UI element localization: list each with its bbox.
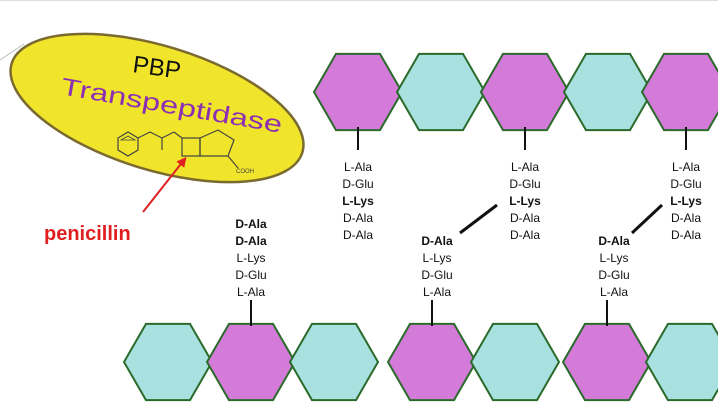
top-peptide-2-residue-4: D-Ala: [510, 211, 540, 225]
bottom-sugar-4: [386, 322, 478, 402]
top-sugar-3: [479, 52, 571, 132]
enzyme-label-pbp: PBP: [131, 51, 182, 84]
benzene-bond: [119, 135, 137, 141]
pbp-ellipse: [9, 32, 305, 184]
top-peptide-3-residue-2: D-Glu: [670, 177, 701, 191]
penicillin-label: penicillin: [44, 223, 131, 245]
top-peptide-3-residue-5: D-Ala: [671, 228, 701, 242]
pbp-enzyme: COOH PBP Transpeptidase: [9, 32, 305, 184]
bottom-peptide-1-residue-5: L-Ala: [237, 285, 265, 299]
top-glycan-chain: [312, 52, 718, 132]
bottom-peptide-1-residue-4: D-Glu: [235, 268, 266, 282]
top-peptide-2-residue-2: D-Glu: [509, 177, 540, 191]
bottom-sugar-3: [288, 322, 380, 402]
crosslink-bond-1: [459, 203, 498, 235]
bottom-sugar-1: [122, 322, 214, 402]
top-peptide-1-residue-2: D-Glu: [342, 177, 373, 191]
top-sugar-5: [640, 52, 718, 132]
top-sugar-2: [395, 52, 487, 132]
bottom-sugar-6: [561, 322, 653, 402]
bottom-peptide-3-residue-1: D-Ala: [598, 234, 630, 248]
bottom-peptide-1-residue-3: L-Lys: [237, 251, 266, 265]
bottom-sugar-2: [205, 322, 297, 402]
top-peptide-1-residue-3: L-Lys: [342, 194, 374, 208]
bottom-sugar-7: [644, 322, 718, 402]
bottom-sugar-5: [469, 322, 561, 402]
top-peptide-2-residue-1: L-Ala: [511, 160, 539, 174]
thiazolidine-ring: [199, 129, 235, 157]
crosslink-bond-2: [630, 203, 664, 235]
bottom-peptide-2-residue-1: D-Ala: [421, 234, 453, 248]
bottom-peptide-3-residue-3: D-Glu: [598, 268, 629, 282]
slide-frame-corner: [0, 43, 25, 61]
amide-bond: [173, 131, 183, 139]
top-peptide-3-residue-1: L-Ala: [672, 160, 700, 174]
bottom-peptide-3-residue-4: L-Ala: [600, 285, 628, 299]
bottom-peptide-2-residue-2: L-Lys: [423, 251, 452, 265]
cooh-label: COOH: [236, 169, 254, 175]
bottom-glycan-chain: [122, 322, 718, 402]
top-peptide-3-residue-4: D-Ala: [671, 211, 701, 225]
side-chain: [137, 131, 175, 139]
top-peptide-2-residue-5: D-Ala: [510, 228, 540, 242]
top-peptide-1-residue-5: D-Ala: [343, 228, 373, 242]
bottom-peptide-1-residue-1: D-Ala: [235, 217, 267, 231]
top-peptide-1-residue-4: D-Ala: [343, 211, 373, 225]
top-sugar-1: [312, 52, 404, 132]
top-peptide-1-residue-1: L-Ala: [344, 160, 372, 174]
carboxyl-bond: [227, 155, 239, 169]
top-peptide-3-residue-3: L-Lys: [670, 194, 702, 208]
penicillin-structure: [117, 129, 239, 169]
top-peptide-2-residue-3: L-Lys: [509, 194, 541, 208]
bottom-peptide-2-residue-3: D-Glu: [421, 268, 452, 282]
peptide-labels: L-AlaD-GluL-LysD-AlaD-AlaL-AlaD-GluL-Lys…: [235, 160, 702, 299]
penicillin-arrow: [142, 156, 187, 213]
bottom-peptide-1-residue-2: D-Ala: [235, 234, 267, 248]
bottom-peptide-2-residue-4: L-Ala: [423, 285, 451, 299]
benzene-ring: [117, 131, 139, 157]
top-sugar-4: [562, 52, 654, 132]
bottom-peptide-3-residue-2: L-Lys: [600, 251, 629, 265]
